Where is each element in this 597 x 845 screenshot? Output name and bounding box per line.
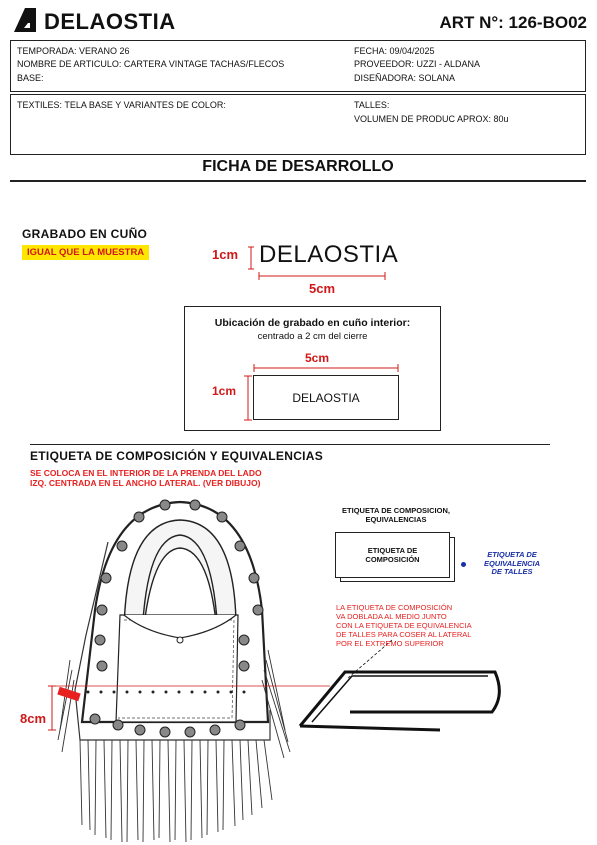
- article-number: ART N°: 126-BO02: [439, 13, 587, 32]
- label-heading-line-2: EQUIVALENCIAS: [365, 515, 427, 524]
- box-height-label: 1cm: [212, 384, 237, 398]
- page-title: FICHA DE DESARROLLO: [202, 158, 394, 175]
- brand-logo-icon: [14, 8, 36, 32]
- designer-field: DISEÑADORA: SOLANA: [354, 73, 456, 83]
- textiles-field: TEXTILES: TELA BASE Y VARIANTES DE COLOR…: [17, 100, 226, 110]
- logo-width-label: 5cm: [309, 281, 336, 296]
- engraving-sample-box: DELAOSTIA: [253, 375, 399, 420]
- logo-height-dim-icon: [248, 246, 254, 270]
- date-field: FECHA: 09/04/2025: [354, 46, 435, 56]
- note-line-5: POR EL EXTREMO SUPERIOR: [336, 639, 444, 648]
- brand-name: DELAOSTIA: [44, 9, 176, 34]
- engraving-logo-text: DELAOSTIA: [259, 241, 399, 268]
- sizes-field: TALLES:: [354, 100, 390, 110]
- note-line-3: CON LA ETIQUETA DE EQUIVALENCIA: [336, 621, 472, 630]
- title-divider: [10, 180, 586, 182]
- instruction-line-1: SE COLOCA EN EL INTERIOR DE LA PRENDA DE…: [30, 468, 262, 478]
- note-line-1: LA ETIQUETA DE COMPOSICIÓN: [336, 603, 453, 612]
- engraving-sample-text: DELAOSTIA: [292, 390, 360, 405]
- instruction-line-2: IZQ. CENTRADA EN EL ANCHO LATERAL. (VER …: [30, 478, 261, 488]
- supplier-field: PROVEEDOR: UZZI - ALDANA: [354, 59, 481, 69]
- equivalence-pointer-icon: [461, 562, 466, 567]
- logo-width-dim-icon: [258, 272, 386, 280]
- box-width-label: 5cm: [305, 351, 330, 365]
- composition-label-line-1: ETIQUETA DE: [367, 546, 418, 555]
- equiv-line-2: EQUIVALENCIA: [483, 558, 541, 568]
- label-detail-heading: ETIQUETA DE COMPOSICION, EQUIVALENCIAS: [328, 506, 464, 524]
- location-subtitle: centrado a 2 cm del cierre: [257, 331, 368, 342]
- label-position-measure: 8cm: [20, 711, 47, 726]
- season-field: TEMPORADA: VERANO 26: [17, 46, 130, 56]
- logo-height-label: 1cm: [212, 247, 239, 262]
- equiv-line-1: ETIQUETA DE: [487, 550, 537, 559]
- composition-label-front: ETIQUETA DE COMPOSICIÓN: [335, 532, 450, 578]
- note-line-2: VA DOBLADA AL MEDIO JUNTO: [336, 612, 447, 621]
- equivalence-label-caption: ETIQUETA DE EQUIVALENCIA DE TALLES: [476, 550, 548, 577]
- grabado-badge: IGUAL QUE LA MUESTRA: [22, 245, 150, 260]
- composition-label-line-2: COMPOSICIÓN: [365, 555, 420, 564]
- etiqueta-instructions: SE COLOCA EN EL INTERIOR DE LA PRENDA DE…: [30, 468, 262, 488]
- label-fold-note: LA ETIQUETA DE COMPOSICIÓN VA DOBLADA AL…: [336, 603, 472, 648]
- note-line-4: DE TALLES PARA COSER AL LATERAL: [336, 630, 472, 639]
- info-box-general: TEMPORADA: VERANO 26 NOMBRE DE ARTICULO:…: [10, 40, 586, 92]
- base-field: BASE:: [17, 73, 44, 83]
- engraving-location-box: Ubicación de grabado en cuño interior: c…: [184, 306, 441, 431]
- box-height-dim-icon: [244, 375, 252, 421]
- etiqueta-divider: [30, 444, 550, 445]
- label-heading-line-1: ETIQUETA DE COMPOSICION,: [342, 506, 450, 515]
- location-title: Ubicación de grabado en cuño interior:: [214, 317, 411, 329]
- box-width-dim-icon: [253, 364, 399, 372]
- etiqueta-title: ETIQUETA DE COMPOSICIÓN Y EQUIVALENCIAS: [30, 449, 324, 463]
- info-box-textiles: TEXTILES: TELA BASE Y VARIANTES DE COLOR…: [10, 94, 586, 155]
- equiv-line-3: DE TALLES: [491, 567, 533, 576]
- grabado-title: GRABADO EN CUÑO: [22, 227, 148, 241]
- volume-field: VOLUMEN DE PRODUC APROX: 80u: [354, 114, 509, 124]
- bag-illustration: [48, 499, 501, 843]
- article-name-field: NOMBRE DE ARTICULO: CARTERA VINTAGE TACH…: [17, 59, 285, 69]
